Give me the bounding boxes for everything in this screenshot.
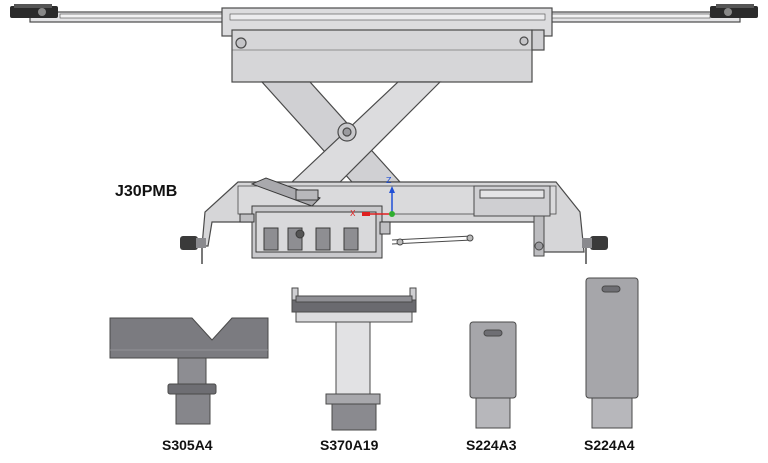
- left-end-pad: [10, 4, 58, 18]
- scissor-arms: [260, 81, 442, 183]
- pump-unit: [239, 205, 391, 259]
- connecting-rod: [391, 234, 474, 246]
- accessory-label-s224a3: S224A3: [466, 437, 517, 453]
- right-rail: [473, 185, 551, 257]
- axis-triad: [362, 186, 395, 217]
- accessory-label-s305a4: S305A4: [162, 437, 213, 453]
- accessory-s224a4: [585, 277, 639, 429]
- right-end-pad: [710, 4, 758, 18]
- accessory-s370a19: [291, 287, 417, 431]
- left-knob: [180, 236, 206, 264]
- main-unit-label: J30PMB: [115, 183, 178, 200]
- accessory-label-s224a4: S224A4: [584, 437, 635, 453]
- accessory-label-s370a19: S370A19: [320, 437, 379, 453]
- accessory-s305a4: [109, 317, 269, 425]
- pump-lever: [250, 177, 321, 207]
- right-knob: [582, 236, 608, 264]
- axis-x-label: X: [350, 209, 356, 218]
- upper-housing: [231, 29, 545, 83]
- accessory-s224a3: [469, 321, 517, 429]
- axis-z-label: Z: [386, 176, 392, 185]
